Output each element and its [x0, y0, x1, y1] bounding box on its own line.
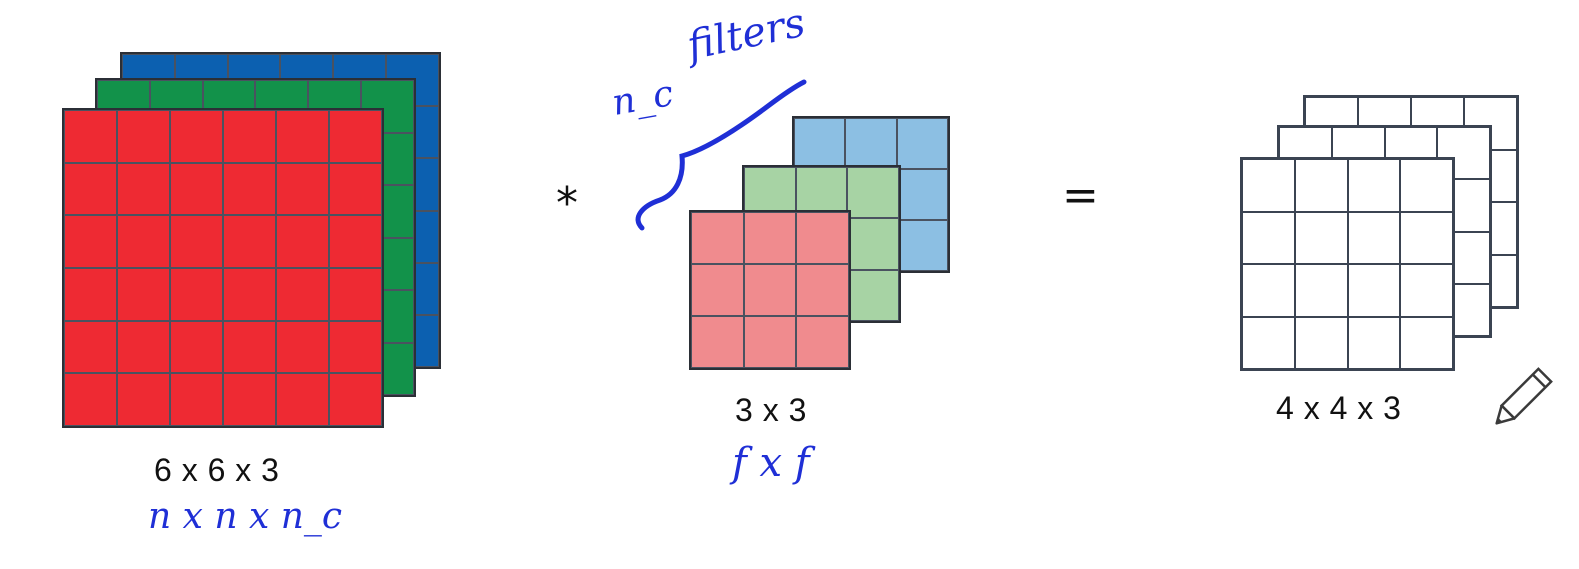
pencil-icon — [1495, 367, 1553, 425]
grid-cell — [743, 212, 797, 264]
grid-cell — [276, 373, 329, 426]
filter-symbolic-dims: f x f — [732, 440, 810, 486]
grid-cell — [1400, 211, 1453, 264]
grid-cell — [276, 268, 329, 321]
output-channel-1 — [1240, 157, 1455, 371]
grid-cell — [896, 118, 948, 169]
grid-cell — [1347, 211, 1401, 264]
output-dims-label: 4 x 4 x 3 — [1276, 390, 1402, 426]
grid-cell — [223, 373, 276, 426]
grid-cell — [1400, 264, 1453, 317]
grid-cell — [223, 215, 276, 268]
filter-channel-red — [689, 210, 851, 370]
grid-cell — [276, 110, 329, 163]
grid-cell — [796, 264, 849, 316]
grid-cell — [64, 268, 117, 321]
grid-cell — [796, 316, 849, 368]
filter-dims-label: 3 x 3 — [735, 392, 807, 428]
grid-cell — [329, 268, 382, 321]
grid-cell — [276, 320, 329, 374]
grid-cell — [64, 320, 117, 374]
grid-cell — [1294, 159, 1348, 212]
input-channel-red — [62, 108, 384, 428]
grid-cell — [170, 110, 223, 163]
grid-cell — [1347, 159, 1401, 212]
grid-cell — [361, 80, 414, 133]
grid-cell — [170, 215, 223, 268]
grid-cell — [1400, 159, 1453, 212]
grid-cell — [1242, 211, 1295, 264]
grid-cell — [329, 215, 382, 268]
grid-cell — [329, 162, 382, 216]
grid-cell — [117, 268, 170, 321]
grid-cell — [223, 268, 276, 321]
grid-cell — [1242, 159, 1295, 212]
convolution-operator: * — [556, 178, 578, 229]
grid-cell — [1242, 316, 1295, 369]
input-symbolic-dims: n x n x n_c — [148, 496, 343, 537]
grid-cell — [117, 162, 170, 216]
grid-cell — [691, 264, 744, 316]
grid-cell — [170, 162, 223, 216]
grid-cell — [64, 162, 117, 216]
grid-cell — [223, 162, 276, 216]
grid-cell — [847, 167, 899, 219]
grid-cell — [117, 320, 170, 374]
grid-cell — [276, 162, 329, 216]
grid-cell — [276, 215, 329, 268]
grid-cell — [796, 212, 849, 264]
grid-cell — [1242, 264, 1295, 317]
grid-cell — [64, 215, 117, 268]
input-dims-label: 6 x 6 x 3 — [154, 452, 280, 488]
grid-cell — [117, 110, 170, 163]
grid-cell — [64, 373, 117, 426]
grid-cell — [223, 110, 276, 163]
grid-cell — [170, 320, 223, 374]
grid-cell — [64, 110, 117, 163]
grid-cell — [743, 264, 797, 316]
grid-cell — [743, 316, 797, 368]
grid-cell — [1400, 316, 1453, 369]
grid-cell — [1347, 264, 1401, 317]
grid-cell — [1294, 211, 1348, 264]
grid-cell — [1347, 316, 1401, 369]
grid-cell — [329, 320, 382, 374]
grid-cell — [1437, 127, 1490, 180]
grid-cell — [329, 373, 382, 426]
grid-cell — [329, 110, 382, 163]
grid-cell — [117, 373, 170, 426]
grid-cell — [691, 316, 744, 368]
grid-cell — [117, 215, 170, 268]
grid-cell — [170, 373, 223, 426]
filter-brace — [635, 79, 807, 231]
grid-cell — [1294, 264, 1348, 317]
equals-sign: = — [1062, 170, 1099, 221]
grid-cell — [223, 320, 276, 374]
grid-cell — [691, 212, 744, 264]
grid-cell — [170, 268, 223, 321]
grid-cell — [1294, 316, 1348, 369]
